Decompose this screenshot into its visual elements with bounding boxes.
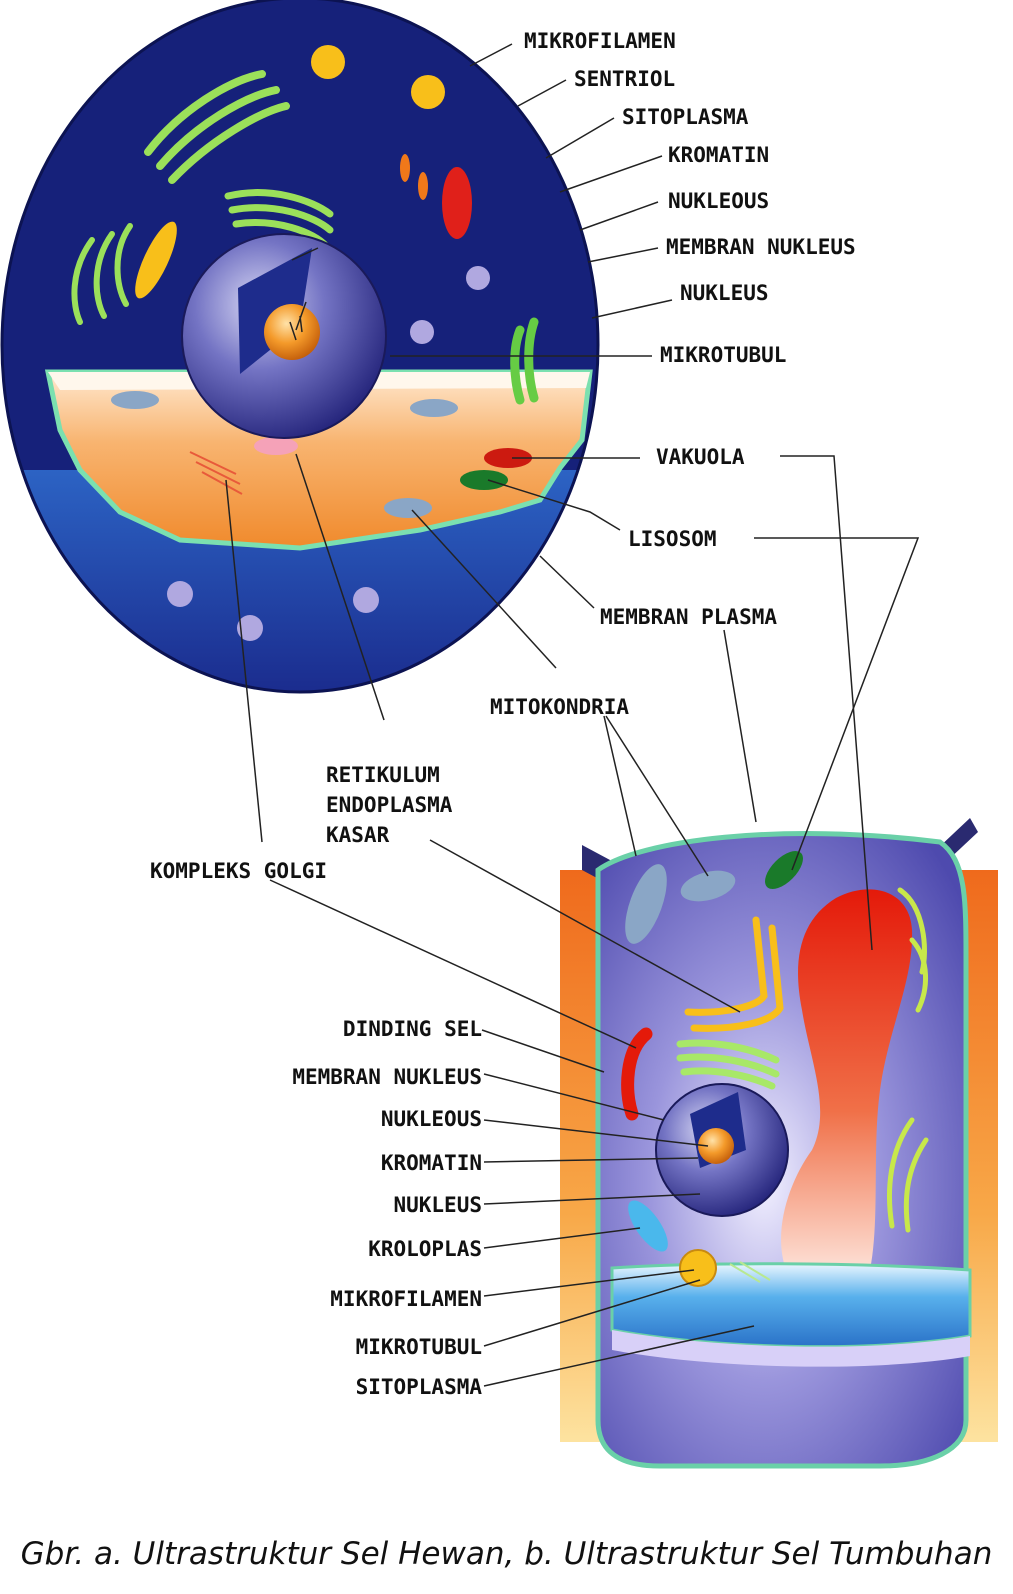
plant-cell (560, 818, 998, 1469)
leader-lines (225, 43, 920, 1387)
label-mikrofilamen: MIKROFILAMEN (524, 29, 676, 53)
label-sentriol: SENTRIOL (574, 67, 675, 91)
label-plant-nukleus: NUKLEUS (393, 1193, 482, 1217)
plant-red-organelle (621, 1027, 653, 1121)
centriole-dot (311, 45, 345, 79)
label-plant-mikrofilamen: MIKROFILAMEN (330, 1287, 482, 1311)
label-kromatin: KROMATIN (668, 143, 769, 167)
label-sitoplasma: SITOPLASMA (622, 105, 749, 129)
plant-centriole (679, 1249, 717, 1287)
label-kroloplas: KROLOPLAS (368, 1237, 482, 1261)
label-lisosom: LISOSOM (628, 527, 717, 551)
animal-lysosome (460, 470, 508, 490)
plant-rough-er (684, 916, 784, 1032)
plant-floor-lines (729, 1261, 771, 1283)
plant-golgi (676, 1039, 780, 1090)
animal-microfilaments (144, 70, 290, 184)
plant-cytoplasm-floor (610, 1262, 972, 1349)
label-retikulum-line1: RETIKULUM (326, 763, 440, 787)
plant-microfilaments-right (886, 887, 929, 1233)
label-dinding-sel: DINDING SEL (343, 1017, 482, 1041)
plant-lysosome (765, 851, 803, 889)
plant-mitochondrion (680, 870, 736, 902)
label-membran-nukleus: MEMBRAN NUKLEUS (666, 235, 856, 259)
label-plant-membran-nukleus: MEMBRAN NUKLEUS (292, 1065, 482, 1089)
label-nukleous: NUKLEOUS (668, 189, 769, 213)
animal-microtubules (71, 223, 133, 325)
chromatin-bit (400, 154, 410, 182)
animal-cell (0, 0, 600, 694)
label-membran-plasma: MEMBRAN PLASMA (600, 605, 777, 629)
animal-mitochondrion-small (111, 391, 159, 409)
label-retikulum-line2: ENDOPLASMA (326, 793, 453, 817)
animal-mitochondrion-small (410, 399, 458, 417)
label-nukleus: NUKLEUS (680, 281, 769, 305)
animal-mitochondrion-small (384, 498, 432, 518)
animal-cytoplasm-cut (44, 369, 593, 551)
animal-vacuole-small (484, 448, 532, 468)
vesicle (353, 587, 379, 613)
animal-vacuole (442, 167, 472, 239)
plant-nucleolus (698, 1128, 734, 1164)
animal-cell-labels: MIKROFILAMEN SENTRIOL SITOPLASMA KROMATI… (150, 29, 856, 883)
diagram-canvas: MIKROFILAMEN SENTRIOL SITOPLASMA KROMATI… (0, 0, 998, 1469)
animal-cell-membrane-outline (0, 0, 600, 694)
animal-golgi-lines (189, 451, 243, 495)
label-plant-kromatin: KROMATIN (381, 1151, 482, 1175)
animal-mitochondrion (135, 221, 177, 299)
vesicle (410, 320, 434, 344)
plant-mitochondrion (625, 864, 667, 944)
vesicle (466, 266, 490, 290)
animal-er-vesicle (254, 437, 298, 455)
vesicle (237, 615, 263, 641)
label-retikulum-line3: KASAR (326, 823, 390, 847)
animal-microtubule-green (510, 317, 539, 405)
label-plant-mikrotubul: MIKROTUBUL (356, 1335, 482, 1359)
label-kompleks-golgi: KOMPLEKS GOLGI (150, 859, 327, 883)
animal-nucleolus (264, 304, 320, 360)
label-plant-nukleous: NUKLEOUS (381, 1107, 482, 1131)
label-mikrotubul: MIKROTUBUL (660, 343, 786, 367)
figure-caption: Gbr. a. Ultrastruktur Sel Hewan, b. Ultr… (20, 1536, 993, 1572)
plant-chloroplast (628, 1200, 668, 1252)
label-vakuola: VAKUOLA (656, 445, 745, 469)
vesicle (167, 581, 193, 607)
centriole-dot (411, 75, 445, 109)
chromatin-bit (418, 172, 428, 200)
plant-vacuole (781, 889, 913, 1293)
plant-cell-labels: DINDING SEL MEMBRAN NUKLEUS NUKLEOUS KRO… (292, 1017, 482, 1399)
label-mitokondria: MITOKONDRIA (490, 695, 629, 719)
label-plant-sitoplasma: SITOPLASMA (356, 1375, 483, 1399)
plant-cytoplasm-edge (612, 1330, 970, 1367)
